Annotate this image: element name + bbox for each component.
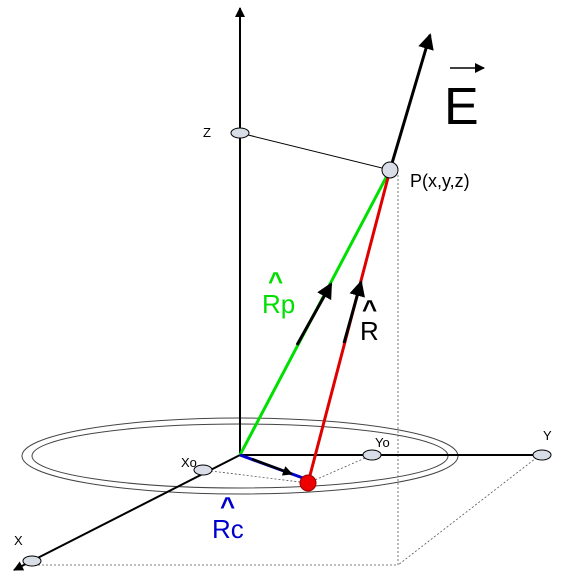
guide-x0-to-rc <box>202 469 309 484</box>
y-marker <box>532 449 552 461</box>
y-axis-label: Y <box>543 428 552 443</box>
x-marker <box>22 555 42 567</box>
point-label: P(x,y,z) <box>410 171 470 191</box>
x0-marker <box>193 464 213 476</box>
r-hat: ^ <box>362 294 377 324</box>
e-vector-line <box>388 33 434 171</box>
rc-label: Rc <box>212 514 244 544</box>
source-point <box>299 474 317 492</box>
r-label: R <box>360 316 379 346</box>
rp-unit-arrow <box>295 282 333 346</box>
rc-unit-arrow <box>251 457 293 476</box>
z-axis-label: Z <box>203 125 211 140</box>
p-point-marker <box>381 161 399 179</box>
rc-hat: ^ <box>220 491 235 521</box>
z-marker <box>230 127 250 139</box>
x-axis-label: X <box>14 533 23 548</box>
guide-y-diagonal <box>397 454 541 566</box>
x0-label: Xo <box>181 455 197 470</box>
y0-marker <box>362 449 382 461</box>
guide-rc-to-y0 <box>307 454 373 484</box>
r-unit-arrow <box>342 280 365 344</box>
rp-hat: ^ <box>268 266 283 296</box>
e-vector-label: E <box>444 78 479 136</box>
rp-label: Rp <box>262 289 295 319</box>
y0-label: Yo <box>375 435 390 450</box>
z-to-p-line <box>239 132 391 171</box>
